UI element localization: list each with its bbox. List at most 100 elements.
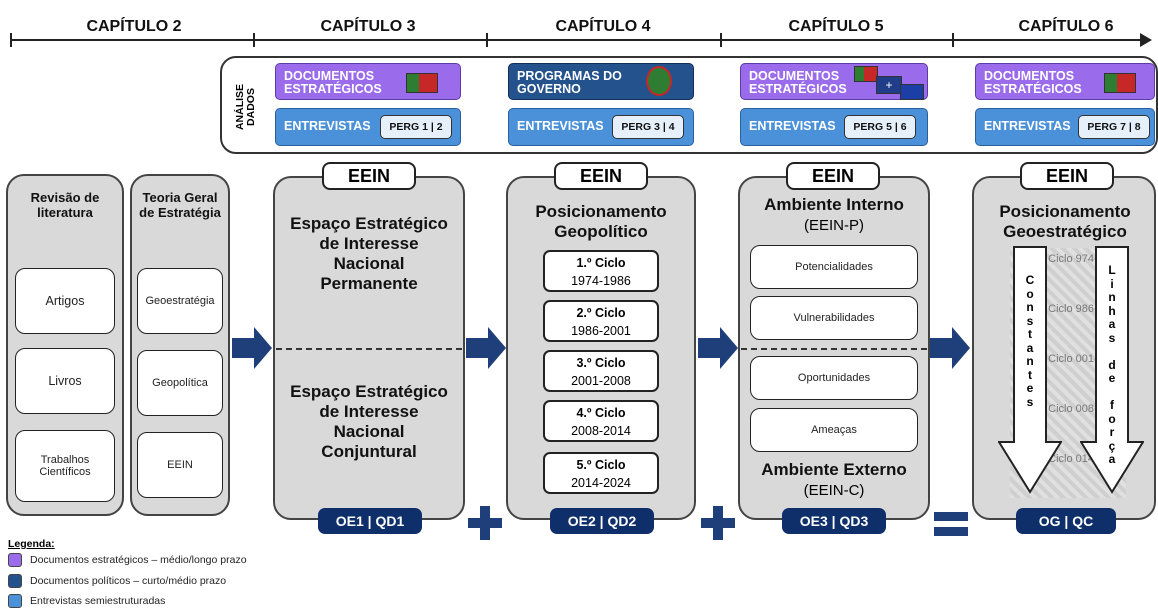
portugal-flag-icon <box>854 66 878 82</box>
vertical-letter: a <box>1108 452 1116 466</box>
axis-tick <box>10 33 12 47</box>
oe3-qd3-tag: OE3 | QD3 <box>782 508 886 534</box>
eu-flag-icon <box>900 84 924 100</box>
vertical-letter: e <box>1108 371 1116 385</box>
vertical-letter: a <box>1108 317 1116 331</box>
internal-environment-sub: (EEIN-P) <box>804 217 864 234</box>
strategic-docs-badge: DOCUMENTOS ESTRATÉGICOS <box>740 63 928 100</box>
perg-label: PERG 3 | 4 <box>612 115 684 139</box>
geopolitical-positioning-title: Posicionamento Geopolítico <box>535 202 667 241</box>
legend-item: Entrevistas semiestruturadas <box>30 595 166 607</box>
eein-box: EEIN <box>137 432 223 498</box>
vertical-letter: a <box>1026 340 1034 355</box>
strengths-box: Potencialidades <box>750 245 918 289</box>
oe2-qd2-tag: OE2 | QD2 <box>550 508 654 534</box>
external-environment-title: Ambiente Externo <box>761 460 907 479</box>
vertical-letter: n <box>1026 300 1034 314</box>
interviews-badge: ENTREVISTAS <box>508 108 694 146</box>
chapter-6-label: CAPÍTULO 6 <box>1018 18 1114 35</box>
vertical-letter: t <box>1028 367 1032 382</box>
scientific-works-box: Trabalhos Científicos <box>15 430 115 502</box>
vertical-letter: t <box>1028 327 1032 341</box>
dashed-divider <box>741 348 927 350</box>
strategy-theory-title: Teoria Geral de Estratégia <box>139 190 221 220</box>
axis-tick <box>486 33 488 47</box>
geostrategy-box: Geoestratégia <box>137 268 223 334</box>
external-environment-sub: (EEIN-C) <box>803 482 865 499</box>
legend-swatch <box>8 553 22 567</box>
plus-icon <box>701 506 735 540</box>
perg-label: PERG 7 | 8 <box>1078 115 1150 139</box>
down-arrow-icon <box>1079 246 1145 499</box>
chapter-5-label: CAPÍTULO 5 <box>788 18 884 35</box>
eein-tag: EEIN <box>786 162 880 190</box>
eein-tag: EEIN <box>554 162 648 190</box>
axis-tick <box>720 33 722 47</box>
permanent-space-text: Espaço Estratégico de Interesse Nacional… <box>290 214 448 293</box>
right-arrow-icon <box>930 327 970 369</box>
literature-review-title: Revisão de literatura <box>30 190 100 220</box>
legend-item: Documentos políticos – curto/médio prazo <box>30 575 227 587</box>
legend-title: Legenda: <box>8 538 55 550</box>
internal-environment-title: Ambiente Interno <box>764 195 904 214</box>
portugal-shield-icon <box>646 66 672 96</box>
conjunctural-space-text: Espaço Estratégico de Interesse Nacional… <box>290 382 448 461</box>
legend-swatch <box>8 594 22 608</box>
vertical-letter: n <box>1026 354 1034 368</box>
analysis-label: ANÁLISE DADOS <box>234 83 257 131</box>
vertical-letter: s <box>1026 394 1034 409</box>
vertical-letter <box>1102 345 1122 359</box>
vertical-letter: n <box>1108 290 1116 304</box>
vertical-letter: s <box>1026 313 1034 328</box>
dashed-divider <box>276 348 462 350</box>
oe1-qd1-tag: OE1 | QD1 <box>318 508 422 534</box>
axis-tick <box>253 33 255 47</box>
geostrategic-positioning-title: Posicionamento Geoestratégico <box>999 202 1131 241</box>
chapter-4-label: CAPÍTULO 4 <box>555 18 651 35</box>
og-qc-tag: OG | QC <box>1016 508 1116 534</box>
threats-box: Ameaças <box>750 408 918 452</box>
vertical-letter: o <box>1026 286 1034 301</box>
vertical-letter: i <box>1110 276 1114 291</box>
portugal-flag-icon <box>1104 73 1136 93</box>
vertical-letter: ç <box>1108 438 1116 453</box>
vertical-letter: d <box>1108 357 1116 372</box>
geopolitics-box: Geopolítica <box>137 350 223 416</box>
articles-box: Artigos <box>15 268 115 334</box>
right-arrow-icon <box>698 327 738 369</box>
axis-tick <box>952 33 954 47</box>
eein-tag: EEIN <box>322 162 416 190</box>
perg-label: PERG 5 | 6 <box>844 115 916 139</box>
down-arrow-icon <box>997 246 1063 499</box>
axis-arrowhead <box>1140 33 1152 47</box>
vertical-letter: o <box>1108 411 1116 426</box>
portugal-flag-icon <box>406 73 438 93</box>
right-arrow-icon <box>466 327 506 369</box>
plus-icon <box>468 506 502 540</box>
opportunities-box: Oportunidades <box>750 356 918 400</box>
chapter-2-label: CAPÍTULO 2 <box>86 18 182 35</box>
vertical-letter: r <box>1109 425 1115 439</box>
vertical-letter: f <box>1110 398 1114 412</box>
legend-swatch <box>8 574 22 588</box>
weaknesses-box: Vulnerabilidades <box>750 296 918 340</box>
eein-tag: EEIN <box>1020 162 1114 190</box>
vertical-letter: h <box>1108 303 1116 318</box>
equals-icon <box>934 510 968 538</box>
perg-label: PERG 1 | 2 <box>380 115 452 139</box>
legend-item: Documentos estratégicos – médio/longo pr… <box>30 554 247 566</box>
vertical-letter: e <box>1026 381 1034 395</box>
vertical-letter: s <box>1108 330 1116 345</box>
right-arrow-icon <box>232 327 272 369</box>
vertical-letter: L <box>1108 263 1116 277</box>
books-box: Livros <box>15 348 115 414</box>
chapter-3-label: CAPÍTULO 3 <box>320 18 416 35</box>
nato-flag-icon: + <box>876 76 902 94</box>
